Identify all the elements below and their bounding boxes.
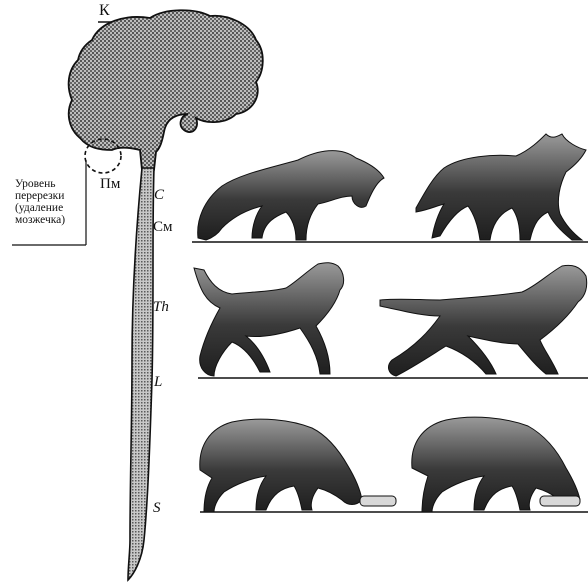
dog-row2-left — [194, 263, 344, 376]
cut-note-line3: (удаление — [15, 202, 85, 214]
dog-row1-left — [198, 151, 384, 240]
dog-row1-right — [416, 134, 586, 240]
spinal-cord — [128, 168, 154, 580]
dog-row3-left — [200, 419, 396, 512]
food-bowl-left — [360, 496, 396, 506]
label-thoracic: Th — [153, 299, 169, 316]
brain — [69, 10, 263, 171]
label-sacral: S — [153, 500, 161, 517]
label-cerebellum: См — [153, 219, 173, 236]
cut-note-line4: мозжечка) — [15, 214, 85, 226]
cut-note-line2: перерезки — [15, 190, 85, 202]
food-bowl-right — [540, 496, 580, 506]
cut-level-note: Уровень перерезки (удаление мозжечка) — [15, 178, 85, 226]
cut-note-line1: Уровень — [15, 178, 85, 190]
label-cervical: C — [154, 187, 164, 204]
dog-row2-right — [380, 265, 587, 376]
label-medulla: Пм — [100, 176, 120, 193]
label-lumbar: L — [154, 374, 162, 391]
dog-row3-right — [412, 417, 580, 512]
label-cortex: К — [99, 2, 110, 20]
